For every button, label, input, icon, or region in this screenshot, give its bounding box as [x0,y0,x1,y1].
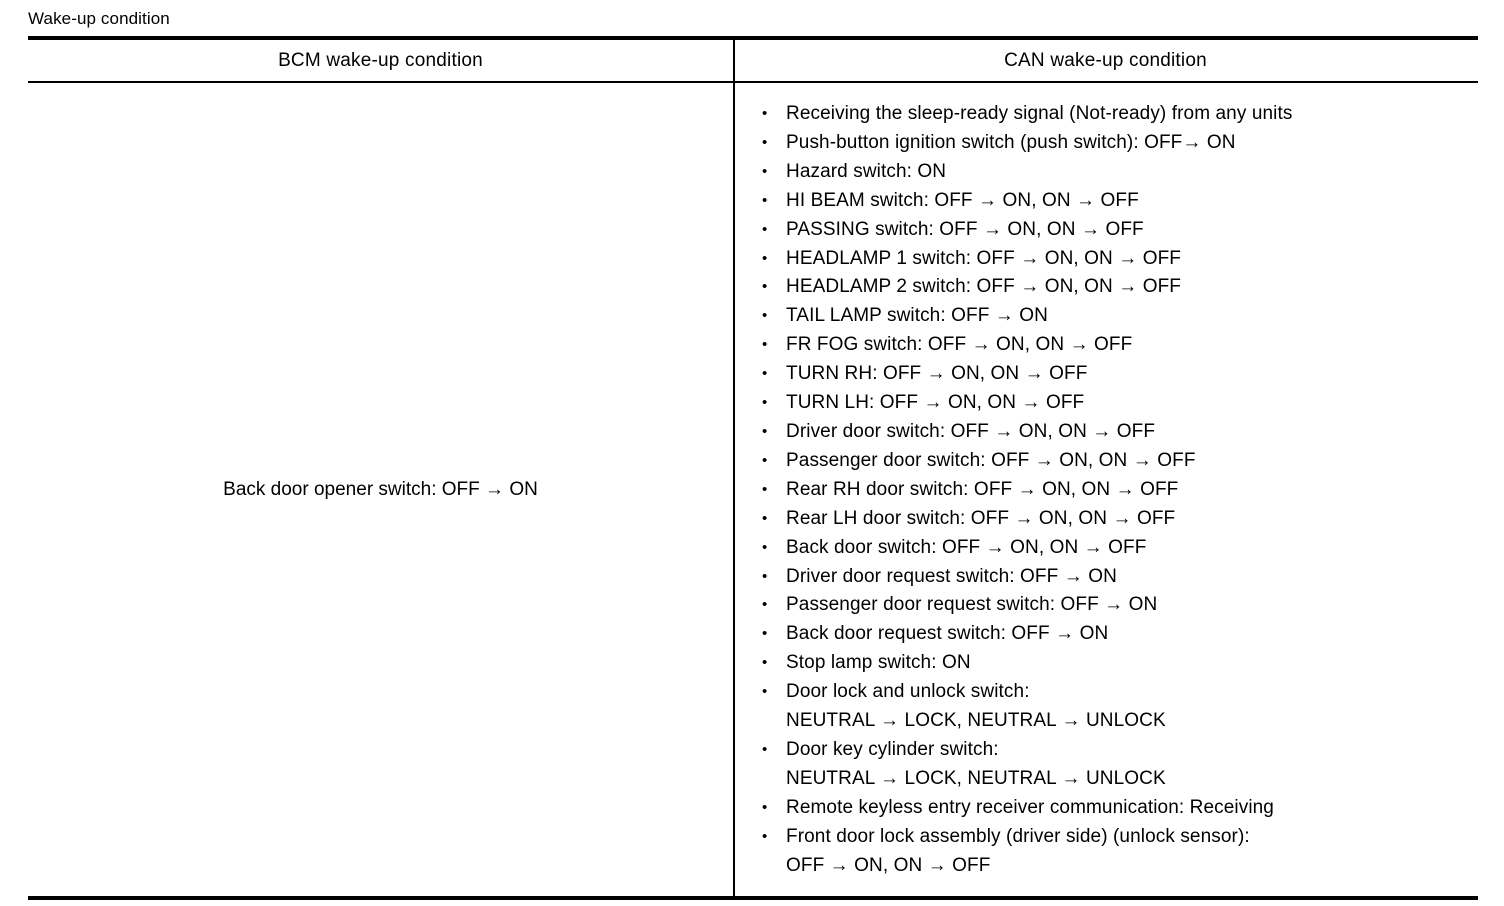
list-item: HEADLAMP 2 switch: OFF → ON, ON → OFF [749,273,1478,302]
column-divider-body [733,83,735,897]
header-label-bcm: BCM wake-up condition [278,49,483,71]
table-bottom-border [28,896,1478,901]
list-item: Hazard switch: ON [749,158,1478,187]
list-item: TURN RH: OFF → ON, ON → OFF [749,360,1478,389]
table-header-row: BCM wake-up condition CAN wake-up condit… [28,40,1478,81]
table-top-border [28,36,1478,40]
list-item: TURN LH: OFF → ON, ON → OFF [749,389,1478,418]
table-body-row: Back door opener switch: OFF → ON Receiv… [28,83,1478,897]
can-condition-list: Receiving the sleep-ready signal (Not-re… [733,83,1478,896]
list-item: PASSING switch: OFF → ON, ON → OFF [749,216,1478,245]
list-item: Back door switch: OFF → ON, ON → OFF [749,534,1478,563]
list-item: Driver door switch: OFF → ON, ON → OFF [749,418,1478,447]
list-item: Driver door request switch: OFF → ON [749,563,1478,592]
list-item: Passenger door switch: OFF → ON, ON → OF… [749,447,1478,476]
header-cell-can: CAN wake-up condition [733,40,1478,81]
list-item: HEADLAMP 1 switch: OFF → ON, ON → OFF [749,245,1478,274]
list-item: TAIL LAMP switch: OFF → ON [749,302,1478,331]
header-separator-border [28,81,1478,83]
body-cell-can: Receiving the sleep-ready signal (Not-re… [733,83,1478,896]
list-item: FR FOG switch: OFF → ON, ON → OFF [749,331,1478,360]
list-item: Door lock and unlock switch: NEUTRAL → L… [749,678,1478,736]
list-item: Push-button ignition switch (push switch… [749,129,1478,158]
list-item: Rear RH door switch: OFF → ON, ON → OFF [749,476,1478,505]
list-item: Passenger door request switch: OFF → ON [749,591,1478,620]
list-item: HI BEAM switch: OFF → ON, ON → OFF [749,187,1478,216]
wake-up-condition-table: BCM wake-up condition CAN wake-up condit… [28,36,1478,901]
list-item: Front door lock assembly (driver side) (… [749,823,1478,881]
table-caption: Wake-up condition [28,9,170,28]
header-label-can: CAN wake-up condition [1004,49,1207,71]
column-divider-header [733,40,735,81]
list-item: Rear LH door switch: OFF → ON, ON → OFF [749,505,1478,534]
body-cell-bcm: Back door opener switch: OFF → ON [28,83,733,896]
list-item: Door key cylinder switch: NEUTRAL → LOCK… [749,736,1478,794]
header-cell-bcm: BCM wake-up condition [28,40,733,81]
list-item: Stop lamp switch: ON [749,649,1478,678]
bcm-condition-text: Back door opener switch: OFF → ON [223,478,538,500]
list-item: Remote keyless entry receiver communicat… [749,794,1478,823]
list-item: Receiving the sleep-ready signal (Not-re… [749,100,1478,129]
list-item: Back door request switch: OFF → ON [749,620,1478,649]
